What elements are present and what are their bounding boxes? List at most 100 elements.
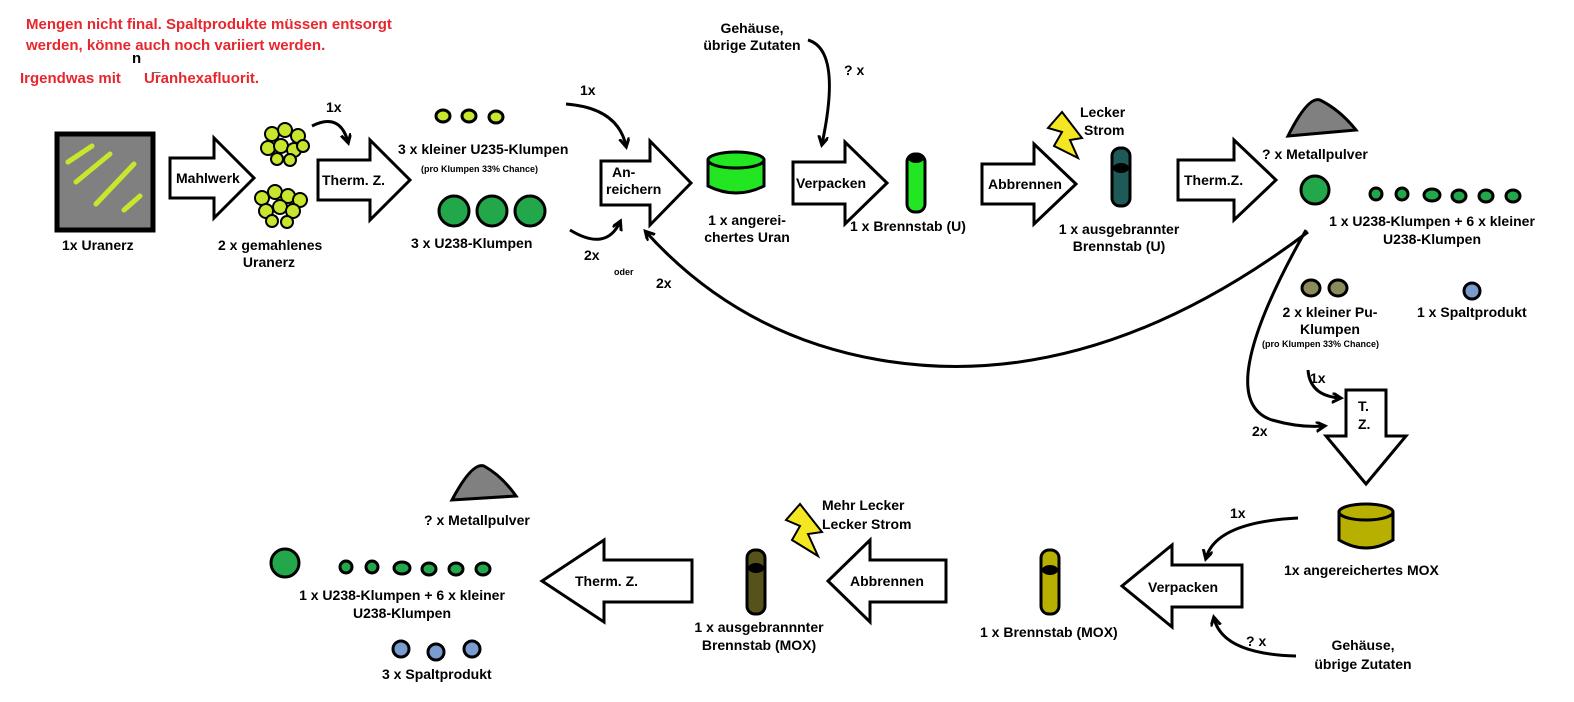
u238-lump-icon-bottom [269,547,301,579]
label-u238: 3 x U238-Klumpen [411,235,533,251]
label-qx-bottom: ? x [1246,633,1267,649]
label-mehr-1: Mehr Lecker [822,497,905,513]
u238-lump-icon-top [1299,174,1331,206]
label-ausgebrannt-mox-1: 1 x ausgebrannnter [694,619,824,635]
label-u238-mix-bottom-2: U238-Klumpen [352,605,452,621]
label-gehaeuse-bottom-2: übrige Zutaten [1314,656,1412,672]
arrow-1x-a [311,120,348,142]
label-angereichert-2: chertes Uran [704,229,790,245]
label-mox: 1x angereichertes MOX [1284,562,1439,578]
label-spaltprodukt-top: 1 x Spaltprodukt [1417,304,1527,320]
lightning-icon-top [1046,110,1084,161]
anreichern-arrow [599,137,694,229]
count-1x-bottom: 1x [1230,505,1246,521]
verpacken-arrow-bottom [1119,541,1244,631]
label-gehaeuse-top-2: übrige Zutaten [703,37,801,53]
arrow-2x-a [569,222,620,241]
count-2x-b: 2x [656,275,672,291]
enriched-uranium-icon [706,150,766,195]
count-2x-c: 2x [1252,423,1268,439]
note-pu-chance: (pro Klumpen 33% Chance) [1262,339,1380,349]
metal-powder-icon-top [1285,98,1359,138]
count-1x-c: 1x [1310,370,1326,386]
label-mahlwerk: Mahlwerk [176,170,240,186]
label-gemahlen-1: 2 x gemahlenes [218,237,323,253]
therm-z-arrow-2 [1176,136,1279,224]
mox-icon [1337,502,1395,550]
label-lecker-2: Strom [1084,122,1125,138]
label-u235: 3 x kleiner U235-Klumpen [398,141,569,157]
fission-product-icon-top [1462,281,1482,301]
note-u235-chance: (pro Klumpen 33% Chance) [421,164,539,174]
label-oder: oder [614,267,634,277]
label-ausgebrannt-u-1: 1 x ausgebrannter [1058,221,1180,237]
therm-z-arrow [316,136,413,224]
verpacken-arrow [791,138,890,228]
note-line-3dash: _ [152,58,161,75]
label-verpacken-top: Verpacken [796,175,867,191]
label-pu-1: 2 x kleiner Pu- [1282,304,1378,320]
note-line-3b: Uranhexafluorit. [144,70,260,87]
fission-products-icon-bottom [391,639,482,662]
label-uranerz: 1x Uranerz [62,237,134,253]
label-brennstab-u: 1 x Brennstab (U) [850,218,966,234]
label-abbrennen-bottom: Abbrennen [850,573,924,589]
arrow-1x-bottom [1206,516,1299,558]
abbrennen-arrow-top [980,140,1079,228]
metal-powder-icon-bottom [449,464,519,502]
note-line-3a: Irgendwas mit [20,70,121,87]
label-therm-z-bottom: Therm. Z. [575,573,639,589]
label-u238-mix-bottom-1: 1 x U238-Klumpen + 6 x kleiner [299,587,505,603]
abbrennen-arrow-bottom [825,536,948,626]
label-angereichert-1: 1 x angerei- [708,212,786,228]
label-anreichern-2: reichern [606,181,662,197]
spent-fuel-rod-mox-icon [745,548,767,616]
count-1x-a: 1x [326,99,342,115]
label-therm-z: Therm. Z. [322,172,386,188]
note-line-2: werden, könne auch noch variiert werden. [26,37,326,54]
arrow-return-2x [646,232,1309,368]
tz-arrow [1322,388,1410,487]
label-u238-mix-top-2: U238-Klumpen [1382,231,1482,247]
label-tz-1: T. [1358,398,1369,414]
label-mehr-2: Lecker Strom [822,516,912,532]
spent-fuel-rod-u-icon [1110,146,1132,208]
label-gehaeuse-bottom-1: Gehäuse, [1331,637,1395,653]
label-therm-z2: Therm.Z. [1184,172,1244,188]
label-pu-2: Klumpen [1300,321,1360,337]
label-abbrennen-top: Abbrennen [988,176,1062,192]
fuel-rod-u-icon [905,152,927,214]
u238-lumps [437,194,547,228]
uranerz-icon [54,131,156,233]
arrow-2x-c [1246,229,1324,426]
small-u238-lumps-bottom [338,559,492,577]
arrow-gehaeuse-top [807,38,831,144]
label-metallpulver-bottom: ? x Metallpulver [424,512,530,528]
fuel-rod-mox-icon [1039,548,1061,616]
lightning-icon-bottom [784,502,824,559]
count-1x-b: 1x [580,82,596,98]
label-brennstab-mox: 1 x Brennstab (MOX) [980,624,1118,640]
count-2x-a: 2x [584,247,600,263]
label-verpacken-bottom: Verpacken [1148,579,1219,595]
arrow-1x-c [1306,369,1340,398]
label-spaltprodukt-bottom: 3 x Spaltprodukt [382,666,492,682]
small-u238-lumps-top [1368,186,1522,204]
note-line-1: Mengen nicht final. Spaltprodukte müssen… [26,16,392,33]
label-ausgebrannt-u-2: Brennstab (U) [1072,238,1166,254]
label-anreichern-1: An- [612,164,636,180]
therm-z-arrow-bottom [539,537,694,625]
label-gehaeuse-top-1: Gehäuse, [720,20,784,36]
pu-lumps [1300,278,1349,298]
arrow-gehaeuse-bottom [1214,618,1297,658]
mahlwerk-arrow [168,134,257,222]
label-gemahlen-2: Uranerz [242,254,296,270]
label-u238-mix-top-1: 1 x U238-Klumpen + 6 x kleiner [1329,213,1535,229]
label-lecker-1: Lecker [1080,104,1126,120]
ground-ore-icon [254,122,310,229]
note-line-3n: n [132,50,142,67]
arrow-1x-b [565,102,626,146]
label-ausgebrannt-mox-2: Brennstab (MOX) [701,637,817,653]
